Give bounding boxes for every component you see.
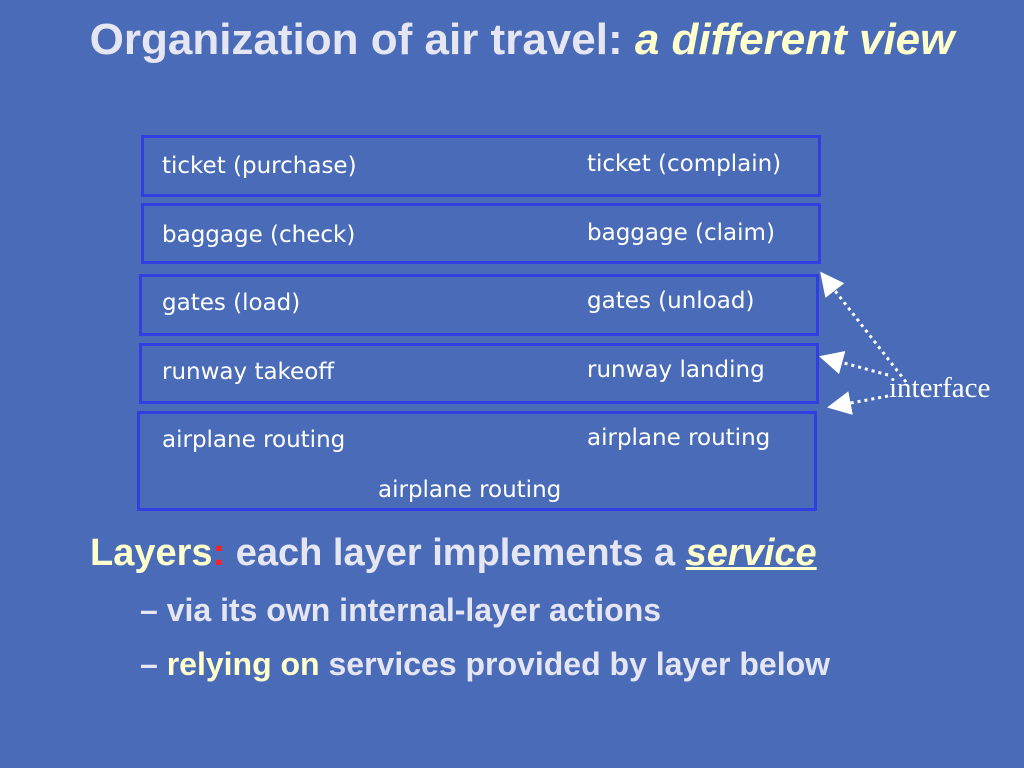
layer-ticket (141, 135, 821, 197)
baggage-left-label: baggage (check) (162, 222, 356, 248)
routing-right-label: airplane routing (587, 425, 771, 451)
layer-baggage (141, 203, 821, 264)
ticket-left-label: ticket (purchase) (162, 153, 357, 179)
layer-runway (139, 343, 819, 404)
bullet-main: Layers: each layer implements a service (90, 532, 817, 575)
title-main: Organization of air travel: (89, 15, 635, 64)
runway-left-label: runway takeoff (162, 359, 335, 385)
layers-colon: : (212, 532, 226, 574)
title-accent: a different view (634, 15, 955, 64)
relying-on-keyword: relying on (166, 646, 320, 682)
ticket-right-label: ticket (complain) (587, 151, 782, 177)
interface-arrow-upper (820, 271, 908, 383)
interface-arrow-middle (819, 350, 889, 377)
main-text: each layer implements a (225, 532, 686, 574)
layer-gates (139, 274, 819, 336)
layer-airplane-routing (137, 411, 817, 511)
layers-keyword: Layers (90, 532, 213, 574)
bullet-sub-2: – relying on services provided by layer … (140, 646, 830, 683)
routing-left-label: airplane routing (162, 427, 346, 453)
dash-1: – (140, 592, 167, 628)
dash-2: – (140, 646, 167, 682)
routing-center-label: airplane routing (378, 477, 562, 503)
interface-label: interface (889, 372, 991, 404)
sub1-text: via its own internal-layer actions (166, 592, 662, 628)
bullet-sub-1: – via its own internal-layer actions (140, 592, 661, 629)
gates-right-label: gates (unload) (587, 288, 755, 314)
baggage-right-label: baggage (claim) (587, 220, 775, 246)
sub2-text: services provided by layer below (319, 646, 831, 682)
slide-title: Organization of air travel: a different … (0, 14, 1024, 66)
gates-left-label: gates (load) (162, 290, 301, 316)
service-keyword: service (685, 532, 817, 574)
interface-arrow-lower (827, 391, 889, 415)
runway-right-label: runway landing (587, 357, 765, 383)
